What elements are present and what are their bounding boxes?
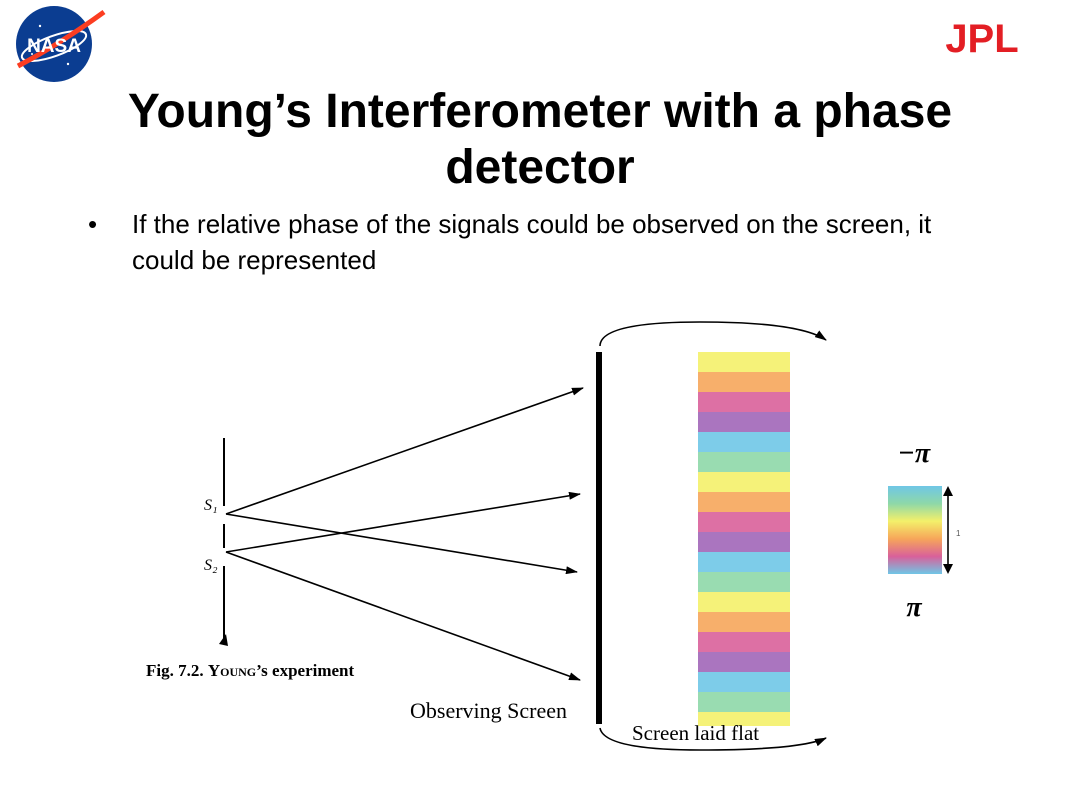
screen-laid-flat-label: Screen laid flat bbox=[632, 721, 759, 745]
slide-title: Young’s Interferometer with a phase dete… bbox=[127, 85, 953, 194]
jpl-logo: JPL bbox=[945, 18, 1018, 58]
slit-1-label: S₁ bbox=[204, 497, 218, 514]
fold-arrow-top bbox=[599, 321, 827, 347]
phase-scale-tick: 1 bbox=[956, 529, 961, 538]
fold-arrow-bottom bbox=[599, 727, 827, 751]
observing-screen-label: Observing Screen bbox=[410, 698, 567, 723]
light-rays bbox=[225, 387, 584, 681]
phase-scale-bar bbox=[888, 486, 942, 574]
observing-screen bbox=[596, 352, 602, 724]
nasa-logo: NASA bbox=[16, 6, 106, 82]
slit-2-label: S₂ bbox=[204, 557, 218, 574]
figure-caption: Fig. 7.2. Young’s experiment bbox=[146, 661, 355, 680]
bullet-text: If the relative phase of the signals cou… bbox=[132, 209, 932, 275]
scale-bottom-label: π bbox=[906, 592, 922, 623]
jpl-logo-text: JPL bbox=[945, 18, 1018, 58]
slit-barrier bbox=[219, 438, 228, 646]
scale-top-label: −π bbox=[898, 438, 931, 469]
nasa-logo-text: NASA bbox=[27, 36, 81, 57]
bullet-marker: • bbox=[88, 209, 98, 239]
flat-screen-fringes bbox=[698, 352, 790, 726]
